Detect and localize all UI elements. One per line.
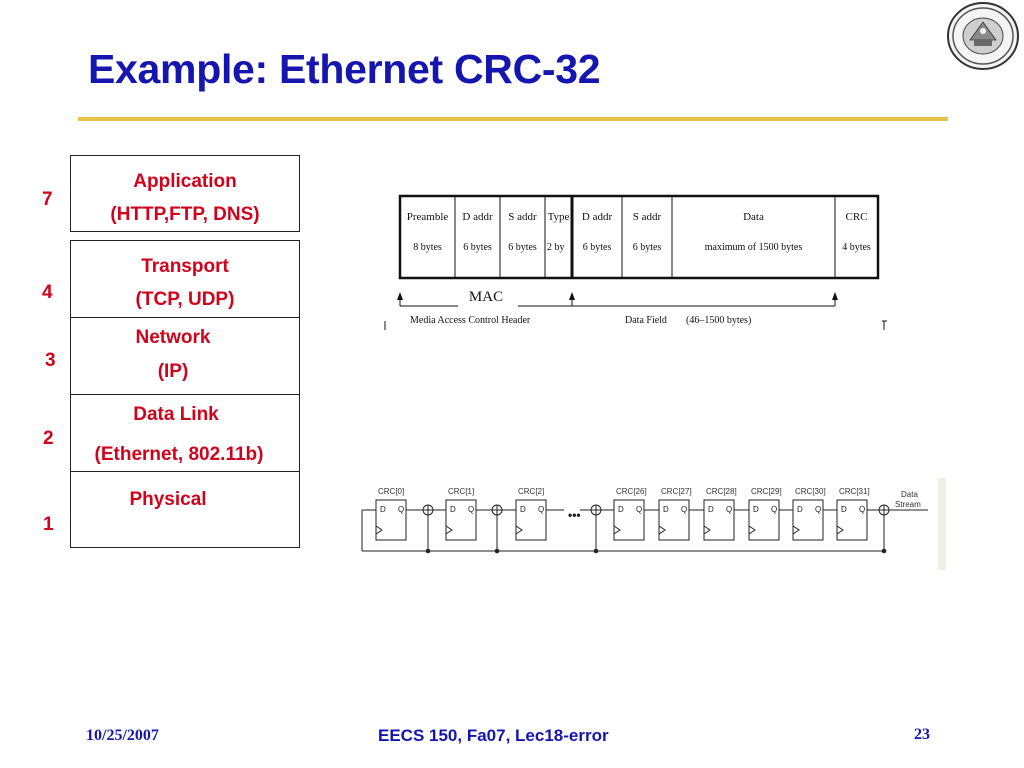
frame-field-name: D addr (582, 211, 613, 223)
d-input-label: D (708, 505, 714, 514)
layer-box-transport: Transport (TCP, UDP) (70, 240, 300, 318)
layer-name: Physical (129, 489, 207, 510)
q-output-label: Q (636, 505, 642, 514)
crc-register-label: CRC[27] (661, 487, 692, 496)
layer-name: Data Link (133, 404, 219, 425)
crc-register (515, 499, 547, 541)
layer-number: 4 (42, 282, 53, 303)
layer-box-application: Application (HTTP,FTP, DNS) (70, 155, 300, 232)
q-output-label: Q (859, 505, 865, 514)
ellipsis-label: ••• (568, 508, 581, 522)
frame-field-name: Type (548, 211, 570, 223)
frame-field-size: 4 bytes (842, 242, 871, 253)
footer-course: EECS 150, Fa07, Lec18-error (378, 726, 609, 745)
clock-input-icon (748, 525, 756, 535)
crc-register (792, 499, 824, 541)
d-input-label: D (380, 505, 386, 514)
frame-field-name: Preamble (407, 211, 449, 223)
d-input-label: D (841, 505, 847, 514)
layer-name: Transport (141, 256, 229, 277)
crc-register (836, 499, 868, 541)
frame-field-size: 6 bytes (463, 242, 492, 253)
frame-field-name: CRC (845, 211, 867, 223)
q-output-label: Q (815, 505, 821, 514)
arrow-up-icon (832, 292, 838, 300)
frame-field-size: 6 bytes (583, 242, 612, 253)
clock-input-icon (445, 525, 453, 535)
q-output-label: Q (468, 505, 474, 514)
layer-protocols: (IP) (157, 361, 189, 382)
d-input-label: D (520, 505, 526, 514)
layer-number: 3 (45, 350, 56, 371)
layer-name: Network (135, 327, 211, 348)
crc-register (375, 499, 407, 541)
arrow-up-icon (397, 292, 403, 300)
clock-input-icon (836, 525, 844, 535)
arrow-up-icon (569, 292, 575, 300)
crc-register-label: CRC[0] (378, 487, 404, 496)
crc-register (748, 499, 780, 541)
frame-field-size: 2 by (547, 242, 565, 253)
layer-box-network: Network (IP) (70, 317, 300, 395)
clock-input-icon (375, 525, 383, 535)
crc-register-label: CRC[28] (706, 487, 737, 496)
data-stream-label: Data (901, 490, 918, 499)
layer-box-data-link: Data Link (Ethernet, 802.11b) (70, 394, 300, 472)
q-output-label: Q (681, 505, 687, 514)
clock-input-icon (658, 525, 666, 535)
layer-name: Application (133, 171, 237, 192)
layer-number: 2 (43, 428, 54, 449)
d-input-label: D (753, 505, 759, 514)
data-field-range: (46–1500 bytes) (686, 315, 751, 326)
mac-header-label: Media Access Control Header (410, 315, 531, 326)
q-output-label: Q (771, 505, 777, 514)
d-input-label: D (450, 505, 456, 514)
crc-register (703, 499, 735, 541)
layer-protocols: (HTTP,FTP, DNS) (110, 204, 260, 225)
crc-register-label: CRC[30] (795, 487, 826, 496)
title-divider (78, 117, 948, 121)
q-output-label: Q (538, 505, 544, 514)
crc-register-label: CRC[29] (751, 487, 782, 496)
frame-field-name: D addr (462, 211, 493, 223)
data-stream-label: Stream (895, 500, 921, 509)
footer-page-number: 23 (914, 726, 930, 743)
crc-register-label: CRC[31] (839, 487, 870, 496)
frame-field-name: S addr (633, 211, 662, 223)
q-output-label: Q (726, 505, 732, 514)
crc-register (445, 499, 477, 541)
layer-box-physical: Physical (70, 471, 300, 548)
frame-field-size: maximum of 1500 bytes (705, 242, 803, 253)
crc-register (658, 499, 690, 541)
frame-outline (398, 194, 880, 280)
frame-field-name: S addr (508, 211, 537, 223)
mac-label: MAC (469, 289, 503, 305)
frame-field-size: 8 bytes (413, 242, 442, 253)
d-input-label: D (663, 505, 669, 514)
crc-register (613, 499, 645, 541)
crc32-lfsr-diagram: CRC[0] D Q CRC[1] D Q CRC[2] D Q CRC[26] D Q CRC[27]… (361, 478, 946, 570)
frame-field-name: Data (743, 211, 764, 223)
frame-field-size: 6 bytes (508, 242, 537, 253)
slide-title: Example: Ethernet CRC-32 (88, 46, 601, 92)
data-field-label: Data Field (625, 315, 667, 326)
crc-register-label: CRC[2] (518, 487, 544, 496)
clock-input-icon (703, 525, 711, 535)
footer-date: 10/25/2007 (86, 727, 159, 744)
layer-protocols: (TCP, UDP) (135, 289, 235, 310)
q-output-label: Q (398, 505, 404, 514)
clock-input-icon (613, 525, 621, 535)
layer-number: 1 (43, 514, 54, 535)
university-seal-logo (947, 2, 1019, 70)
clock-input-icon (515, 525, 523, 535)
d-input-label: D (618, 505, 624, 514)
crc-register-label: CRC[1] (448, 487, 474, 496)
clock-input-icon (792, 525, 800, 535)
frame-field-size: 6 bytes (633, 242, 662, 253)
layer-protocols: (Ethernet, 802.11b) (94, 444, 264, 465)
crc-register-label: CRC[26] (616, 487, 647, 496)
d-input-label: D (797, 505, 803, 514)
layer-number: 7 (42, 189, 53, 210)
